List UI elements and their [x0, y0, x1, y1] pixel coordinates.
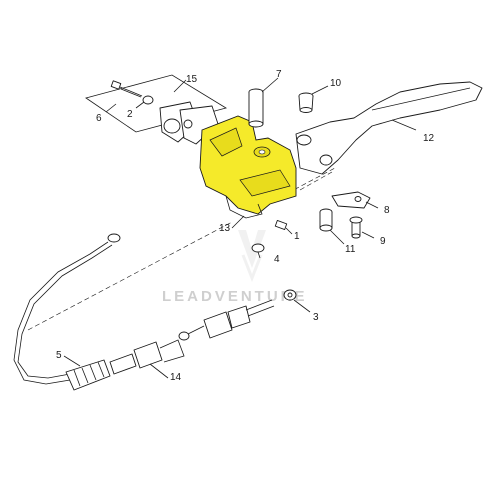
callout-12: 12 [423, 133, 435, 144]
pin-7 [248, 88, 264, 128]
callout-1: 1 [294, 231, 300, 242]
bracket-8 [331, 191, 371, 209]
watermark-logo [238, 230, 266, 283]
cable-end-fitting [203, 299, 275, 339]
alignment-line [27, 221, 233, 331]
callout-9: 9 [380, 236, 386, 247]
leader-7 [261, 77, 279, 93]
washer-3 [283, 289, 297, 301]
lever-12 [295, 81, 483, 175]
screw-6 [110, 80, 143, 98]
callout-3: 3 [313, 312, 319, 323]
leader-11 [329, 229, 345, 245]
bolt-9 [349, 216, 363, 239]
cable-adjuster-14 [109, 325, 205, 375]
leader-1 [285, 227, 293, 235]
leader-12 [391, 119, 417, 131]
leader-3 [293, 299, 311, 313]
group-outline-15 [85, 74, 228, 133]
callout-13: 13 [219, 223, 231, 234]
callout-10: 10 [330, 78, 342, 89]
callout-6: 6 [96, 113, 102, 124]
leader-15 [173, 79, 187, 93]
washer-4 [251, 243, 265, 253]
alignment-line [299, 171, 333, 191]
callout-14: 14 [170, 372, 182, 383]
callout-5: 5 [56, 350, 62, 361]
callout-2: 2 [127, 109, 133, 120]
housing-highlight [199, 115, 297, 215]
master-cylinder-13 [199, 115, 297, 219]
leader-10 [311, 85, 329, 95]
leader-14 [149, 363, 169, 379]
leader-13 [231, 215, 245, 229]
leader-8 [365, 201, 379, 209]
bushing-10 [298, 92, 314, 113]
leader-4 [257, 251, 261, 259]
callout-15: 15 [186, 74, 198, 85]
washer-2 [142, 95, 154, 105]
clutch-cable-5 [13, 233, 121, 391]
callout-4: 4 [274, 254, 280, 265]
roller-11 [319, 208, 333, 232]
leader-2 [135, 101, 145, 109]
leader-6 [105, 103, 117, 113]
callout-8: 8 [384, 205, 390, 216]
screw-1 [274, 220, 288, 230]
leader-9 [361, 231, 375, 239]
callout-11: 11 [345, 244, 356, 255]
callout-7: 7 [276, 69, 282, 80]
leader-5 [63, 355, 81, 367]
watermark-text: LEADVENTURE [162, 288, 308, 305]
